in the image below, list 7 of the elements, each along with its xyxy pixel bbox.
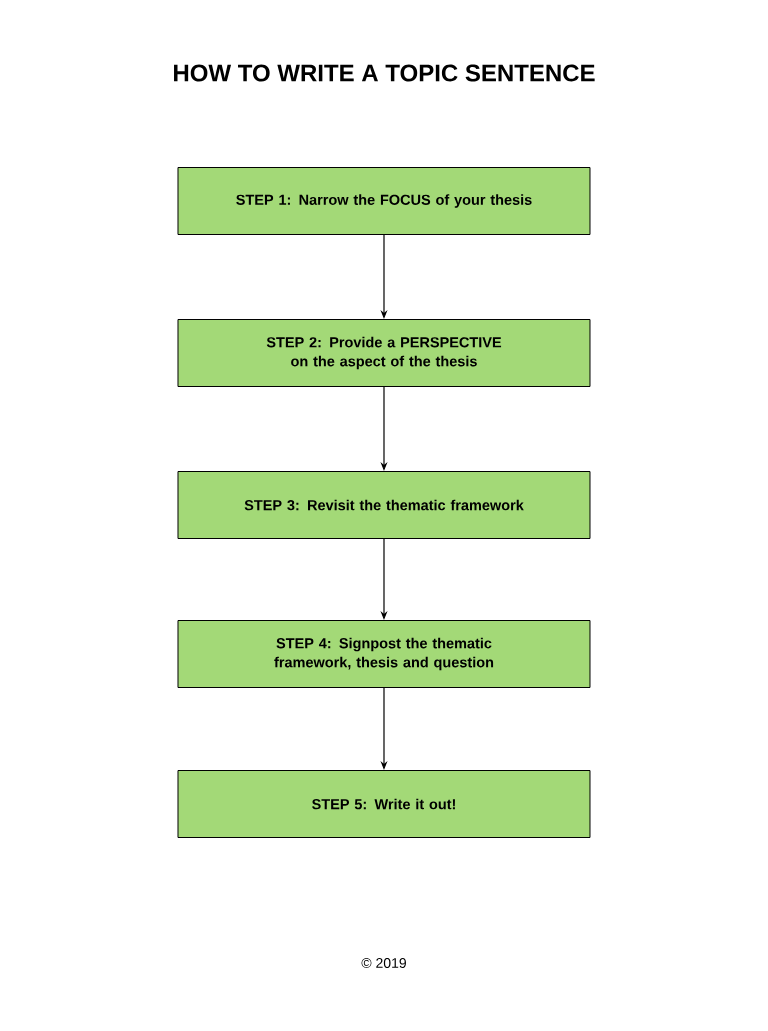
step-box: STEP 4: Signpost the thematic framework, thesis and question: [177, 620, 591, 688]
copyright-note: © 2019: [361, 958, 406, 968]
step-box: STEP 5: Write it out!: [177, 770, 591, 838]
title: HOW TO WRITE A TOPIC SENTENCE: [174, 64, 595, 82]
step-box: STEP 3: Revisit the thematic framework: [177, 471, 591, 539]
step-box: STEP 2: Provide a PERSPECTIVE on the aspect of the thesis: [177, 319, 591, 387]
step-box: STEP 1: Narrow the FOCUS of your thesis: [177, 167, 591, 235]
